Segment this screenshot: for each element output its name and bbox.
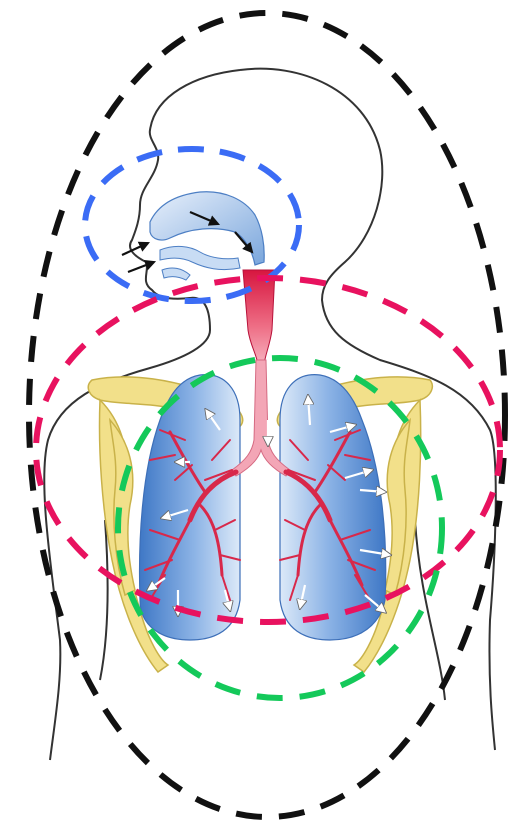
nasal-cavity (150, 192, 264, 280)
